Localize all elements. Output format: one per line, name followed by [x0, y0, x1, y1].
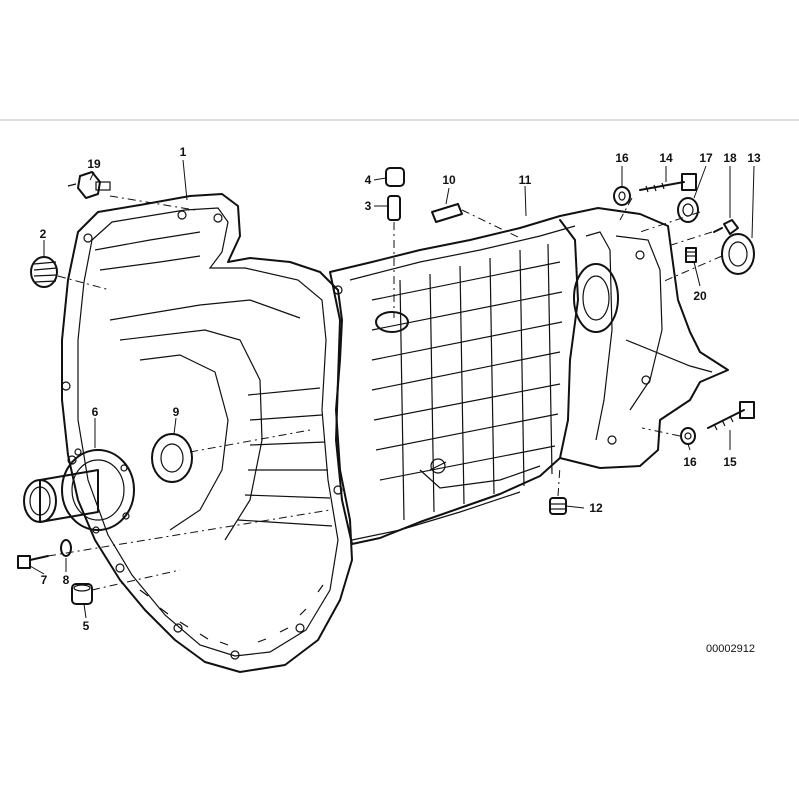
callout-1: 1 — [180, 145, 187, 159]
callout-2: 2 — [40, 227, 47, 241]
bolt-7 — [17, 555, 49, 569]
gearbox-case — [329, 207, 729, 545]
washer-8 — [60, 539, 72, 557]
radial-seal-9 — [151, 433, 193, 483]
callout-12: 12 — [589, 501, 603, 515]
guide-sleeve — [23, 448, 135, 534]
callouts: 19 1 2 4 3 10 11 16 14 17 18 13 20 6 9 1… — [40, 145, 761, 633]
callout-19: 19 — [87, 157, 101, 171]
bolt-18 — [713, 219, 739, 235]
callout-13: 13 — [747, 151, 761, 165]
sleeve-5 — [71, 583, 93, 605]
pin-3 — [387, 195, 401, 221]
callout-5: 5 — [83, 619, 90, 633]
plug-2 — [30, 256, 58, 288]
leader-lines — [29, 159, 755, 619]
assembly-lines — [47, 195, 723, 591]
diagram-reference-number: 00002912 — [706, 643, 755, 655]
switch-19 — [67, 171, 111, 199]
callout-16-top: 16 — [615, 151, 629, 165]
callout-6: 6 — [92, 405, 99, 419]
washer-16-top — [613, 186, 631, 206]
bolt-15 — [707, 401, 755, 431]
bolt-14 — [639, 173, 697, 193]
callout-3: 3 — [365, 199, 372, 213]
callout-20: 20 — [693, 289, 707, 303]
callout-9: 9 — [173, 405, 180, 419]
dowel-10 — [431, 203, 463, 223]
seal-13 — [721, 233, 755, 275]
callout-8: 8 — [63, 573, 70, 587]
callout-15: 15 — [723, 455, 737, 469]
callout-4: 4 — [365, 173, 372, 187]
callout-16-bottom: 16 — [683, 455, 697, 469]
callout-10: 10 — [442, 173, 456, 187]
callout-14: 14 — [659, 151, 673, 165]
bell-housing — [61, 193, 353, 673]
plug-12 — [549, 497, 567, 515]
callout-7: 7 — [41, 573, 48, 587]
callout-17: 17 — [699, 151, 713, 165]
plug-20 — [685, 247, 697, 263]
washer-16-bottom — [680, 427, 696, 445]
callout-11: 11 — [519, 173, 532, 187]
callout-18: 18 — [723, 151, 737, 165]
sleeve-4 — [385, 167, 405, 187]
case-ribs — [371, 243, 563, 521]
